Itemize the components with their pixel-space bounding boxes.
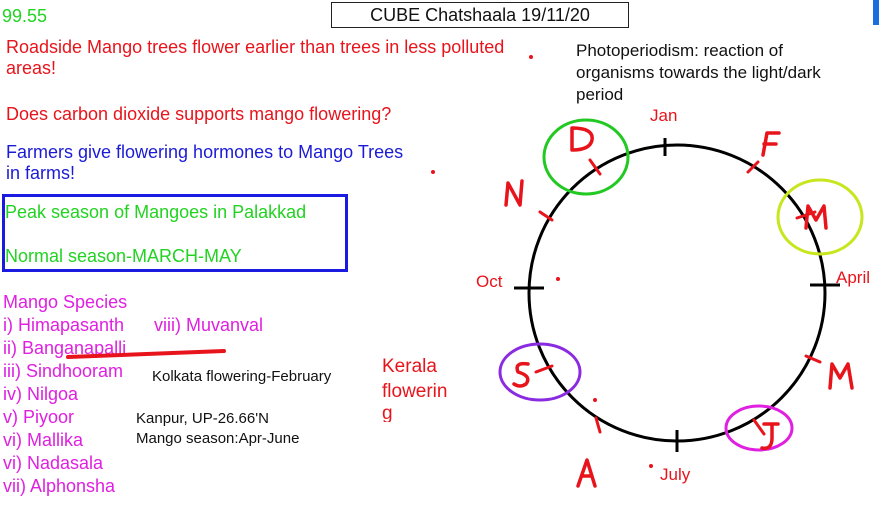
note-kanpur: Kanpur, UP-26.66'N bbox=[136, 410, 269, 427]
page-title: CUBE Chatshaala 19/11/20 bbox=[331, 2, 629, 28]
label-oct: Oct bbox=[476, 272, 503, 291]
note-season: Mango season:Apr-June bbox=[136, 430, 300, 447]
note-kolkata: Kolkata flowering-February bbox=[152, 368, 332, 385]
season-box bbox=[2, 194, 348, 272]
note-co2: Does carbon dioxide supports mango flowe… bbox=[6, 104, 392, 124]
score: 99.55 bbox=[2, 6, 48, 26]
species-item: viii) Muvanval bbox=[154, 315, 264, 335]
note-roadside-2: areas! bbox=[6, 58, 57, 78]
note-farmers: Farmers give flowering hormones to Mango… bbox=[6, 142, 404, 162]
label-april: April bbox=[836, 268, 871, 287]
species-item: vi) Mallika bbox=[3, 430, 84, 450]
species-item: vi) Nadasala bbox=[3, 453, 104, 473]
note-peak: Peak season of Mangoes in Palakkad bbox=[5, 202, 307, 222]
species-item: vii) Alphonsha bbox=[3, 476, 116, 496]
note-photo-3: period bbox=[576, 85, 624, 104]
side-panel-tab[interactable] bbox=[873, 0, 879, 25]
month-ticks bbox=[534, 158, 822, 436]
note-farmers-2: in farms! bbox=[6, 163, 76, 183]
note-photo-1: Photoperiodism: reaction of bbox=[576, 41, 783, 60]
species-heading: Mango Species bbox=[3, 292, 128, 312]
strike-line bbox=[66, 349, 226, 359]
note-kerala-1: Kerala bbox=[382, 356, 437, 377]
label-july: July bbox=[660, 465, 691, 484]
species-item: iii) Sindhooram bbox=[3, 361, 124, 381]
dots bbox=[431, 55, 653, 468]
label-jan: Jan bbox=[650, 106, 678, 125]
species-item: v) Piyoor bbox=[3, 407, 75, 427]
species-item: ii) Banganapalli bbox=[3, 338, 127, 358]
note-kerala-2: flowerin bbox=[382, 381, 448, 402]
species-item: iv) Nilgoa bbox=[3, 384, 79, 404]
handwritten-letters bbox=[504, 126, 854, 488]
note-normal: Normal season-MARCH-MAY bbox=[5, 246, 242, 266]
year-circle bbox=[514, 138, 840, 452]
species-item: i) Himapasanth bbox=[3, 315, 125, 335]
highlight-circles bbox=[498, 118, 864, 452]
note-photo-2: organisms towards the light/dark bbox=[576, 63, 821, 82]
note-kerala-3: g bbox=[382, 403, 393, 422]
note-roadside: Roadside Mango trees flower earlier than… bbox=[6, 37, 505, 57]
